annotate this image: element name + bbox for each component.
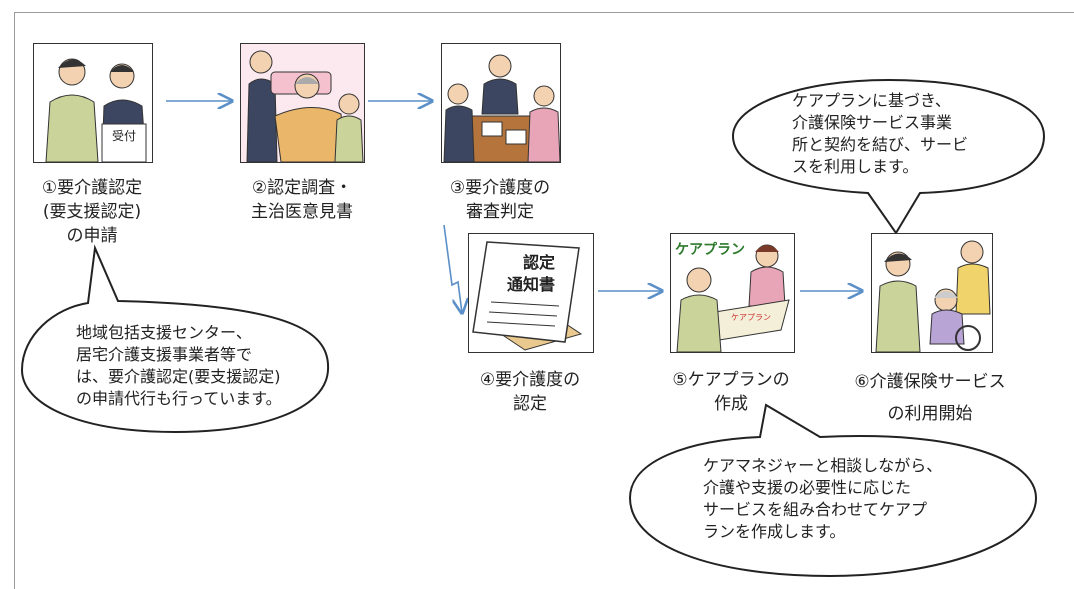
frame-left-border bbox=[14, 12, 15, 589]
illustration-review bbox=[441, 43, 561, 163]
arrow-3-to-4 bbox=[443, 224, 462, 313]
bubble-left-line2: 居宅介護支援事業者等で bbox=[76, 345, 253, 364]
illustration-notice: 認定 通知書 bbox=[468, 233, 594, 353]
bubble-top-right-line2: 介護保険サービス事業 bbox=[792, 113, 953, 132]
bubble-top-right-line3: 所と契約を結び、サービ bbox=[792, 135, 969, 154]
step-4-line1: ④要介護度の bbox=[479, 370, 581, 390]
bubble-left-line4: の申請代行も行っています。 bbox=[76, 389, 282, 408]
reception-sign: 受付 bbox=[112, 129, 136, 143]
illustration-application: 受付 bbox=[33, 43, 153, 163]
bubble-left-line3: は、要介護認定(要支援認定) bbox=[76, 367, 281, 386]
step-6-line2: の利用開始 bbox=[887, 404, 973, 424]
speech-bubble-left-shape bbox=[20, 244, 330, 434]
bubble-bottom-right-line2: 介護や支援の必要性に応じた bbox=[703, 478, 912, 497]
bubble-bottom-right-line4: ランを作成します。 bbox=[703, 522, 846, 541]
step-3-line1: ③要介護度の bbox=[449, 178, 551, 198]
step-4-label: ④要介護度の 認定 bbox=[460, 368, 600, 416]
step-2-label: ②認定調査・ 主治医意見書 bbox=[232, 176, 372, 224]
step-5-line1: ⑤ケアプランの bbox=[672, 370, 790, 390]
bubble-top-right-line1: ケアプランに基づき、 bbox=[792, 91, 951, 110]
step-6-label: ⑥介護保険サービス の利用開始 bbox=[840, 366, 1020, 430]
bubble-top-right-line4: スを利用します。 bbox=[792, 157, 919, 176]
illustration-service bbox=[871, 233, 993, 353]
notice-title-line2: 通知書 bbox=[507, 275, 555, 294]
frame-top-border bbox=[14, 12, 1074, 13]
bubble-bottom-right-line1: ケアマネジャーと相談しながら、 bbox=[703, 456, 943, 475]
careplan-word: ケアプラン bbox=[675, 242, 745, 258]
speech-bubble-top-right-shape bbox=[731, 78, 1046, 235]
step-5-line2: 作成 bbox=[714, 394, 748, 414]
step-2-line2: 主治医意見書 bbox=[251, 202, 353, 222]
step-2-line1: ②認定調査・ bbox=[251, 178, 353, 198]
step-3-line2: 審査判定 bbox=[466, 202, 534, 222]
step-1-line1: ①要介護認定 bbox=[41, 178, 143, 198]
illustration-careplan: ケアプラン ケアプラン bbox=[670, 233, 795, 353]
bubble-bottom-right-line3: サービスを組み合わせてケアプ bbox=[703, 500, 928, 519]
speech-bubble-bottom-right: ケアマネジャーと相談しながら、 介護や支援の必要性に応じた サービスを組み合わせ… bbox=[703, 455, 942, 543]
step-1-label: ①要介護認定 (要支援認定) の申請 bbox=[22, 176, 162, 248]
step-1-line3: の申請 bbox=[66, 226, 118, 246]
step-6-line1: ⑥介護保険サービス bbox=[854, 372, 1006, 392]
speech-bubble-top-right: ケアプランに基づき、 介護保険サービス事業 所と契約を結び、サービ スを利用しま… bbox=[792, 90, 968, 178]
speech-bubble-left: 地域包括支援センター、 居宅介護支援事業者等で は、要介護認定(要支援認定) の… bbox=[76, 322, 282, 410]
careplan-sheet: ケアプラン bbox=[731, 313, 771, 322]
speech-bubble-bottom-right-shape bbox=[628, 403, 1038, 578]
illustration-survey bbox=[240, 43, 365, 163]
step-4-line2: 認定 bbox=[513, 394, 547, 414]
step-5-label: ⑤ケアプランの 作成 bbox=[656, 368, 806, 416]
bubble-left-line1: 地域包括支援センター、 bbox=[76, 323, 252, 342]
step-3-label: ③要介護度の 審査判定 bbox=[430, 176, 570, 224]
notice-title-line1: 認定 bbox=[523, 253, 555, 272]
step-1-line2: (要支援認定) bbox=[42, 202, 142, 222]
